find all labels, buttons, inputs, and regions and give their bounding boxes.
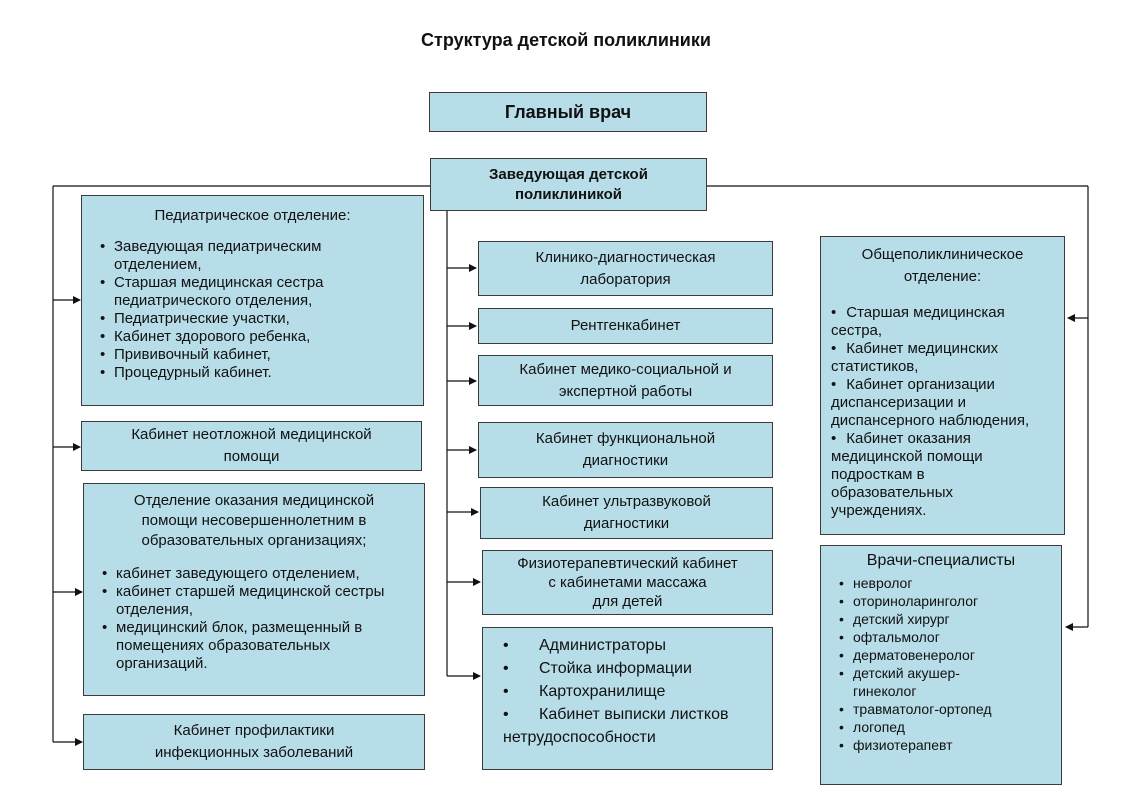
general-department-box: Общеполиклиническое отделение: •Старшая … [820, 236, 1065, 535]
ultrasound-line-1: Кабинет ультразвуковой [542, 493, 711, 510]
list-item: травматолог-ортопед [821, 700, 1061, 718]
list-item: Администраторы [483, 636, 772, 655]
pediatric-heading: Педиатрическое отделение: [154, 207, 351, 224]
specialists-heading: Врачи-специалисты [866, 552, 1016, 569]
list-item: детский акушер-гинеколог [821, 664, 1061, 700]
medsoc-line-2: экспертной работы [558, 382, 693, 400]
list-item: Стойка информации [483, 659, 772, 678]
list-item: Старшая медицинская сестрапедиатрическог… [82, 274, 423, 310]
list-item: невролог [821, 574, 1061, 592]
specialists-list: невролог оториноларинголог детский хирур… [821, 574, 1061, 754]
list-item: Процедурный кабинет. [82, 364, 423, 382]
xray-label: Рентгенкабинет [570, 317, 681, 334]
general-heading: Общеполиклиническое отделение: [861, 246, 1024, 285]
emergency-line-2: помощи [223, 448, 280, 465]
list-item: Кабинет здорового ребенка, [82, 328, 423, 346]
physio-line-2: с кабинетами массажа [548, 574, 707, 591]
physio-line-3: для детей [592, 593, 663, 610]
list-item: кабинет заведующего отделением, [84, 565, 424, 583]
list-item: офтальмолог [821, 628, 1061, 646]
physiotherapy-box: Физиотерапевтический кабинет с кабинетам… [482, 550, 773, 615]
list-item: медицинский блок, размещенный впомещения… [84, 619, 424, 673]
list-item: оториноларинголог [821, 592, 1061, 610]
administration-box: Администраторы Стойка информации Картохр… [482, 627, 773, 770]
emergency-line-1: Кабинет неотложной медицинской [131, 426, 372, 443]
list-item: Картохранилище [483, 682, 772, 701]
head-line-1: Заведующая детской [489, 165, 648, 183]
administration-list: Администраторы Стойка информации Картохр… [483, 636, 772, 724]
list-item: физиотерапевт [821, 736, 1061, 754]
list-item: детский хирург [821, 610, 1061, 628]
functional-diagnostics-box: Кабинет функциональной диагностики [478, 422, 773, 478]
list-item: дерматовенеролог [821, 646, 1061, 664]
chief-doctor-box: Главный врач [429, 92, 707, 132]
page-title: Структура детской поликлиники [421, 30, 711, 50]
head-of-clinic-box: Заведующая детской поликлиникой [430, 158, 707, 211]
chief-doctor-label: Главный врач [504, 102, 632, 122]
head-line-2: поликлиникой [514, 185, 622, 203]
functional-line-1: Кабинет функциональной [535, 430, 716, 447]
infection-prevention-box: Кабинет профилактики инфекционных заболе… [83, 714, 425, 770]
infection-line-1: Кабинет профилактики [173, 722, 335, 739]
xray-box: Рентгенкабинет [478, 308, 773, 344]
physio-line-1: Физиотерапевтический кабинет [517, 555, 738, 572]
pediatric-department-box: Педиатрическое отделение: Заведующая пед… [81, 195, 424, 406]
list-item: логопед [821, 718, 1061, 736]
ultrasound-box: Кабинет ультразвуковой диагностики [480, 487, 773, 539]
list-item: кабинет старшей медицинской сестрыотделе… [84, 583, 424, 619]
minors-heading: Отделение оказания медицинской помощи не… [133, 492, 375, 549]
list-item: Педиатрические участки, [82, 310, 423, 328]
minors-department-box: Отделение оказания медицинской помощи не… [83, 483, 425, 696]
lab-box: Клинико-диагностическая лаборатория [478, 241, 773, 296]
specialists-box: Врачи-специалисты невролог оториноларинг… [820, 545, 1062, 785]
list-item: Кабинет выписки листков [483, 705, 772, 724]
list-item: Прививочный кабинет, [82, 346, 423, 364]
medsoc-line-1: Кабинет медико-социальной и [519, 360, 732, 378]
ultrasound-line-2: диагностики [583, 515, 670, 532]
emergency-care-box: Кабинет неотложной медицинской помощи [81, 421, 422, 471]
lab-line-1: Клинико-диагностическая [535, 248, 716, 266]
minors-list: кабинет заведующего отделением, кабинет … [84, 565, 424, 673]
lab-line-2: лаборатория [580, 270, 671, 288]
infection-line-2: инфекционных заболеваний [154, 744, 354, 761]
administration-continuation: нетрудоспособности [503, 729, 656, 746]
medsoc-box: Кабинет медико-социальной и экспертной р… [478, 355, 773, 406]
functional-line-2: диагностики [582, 452, 669, 469]
